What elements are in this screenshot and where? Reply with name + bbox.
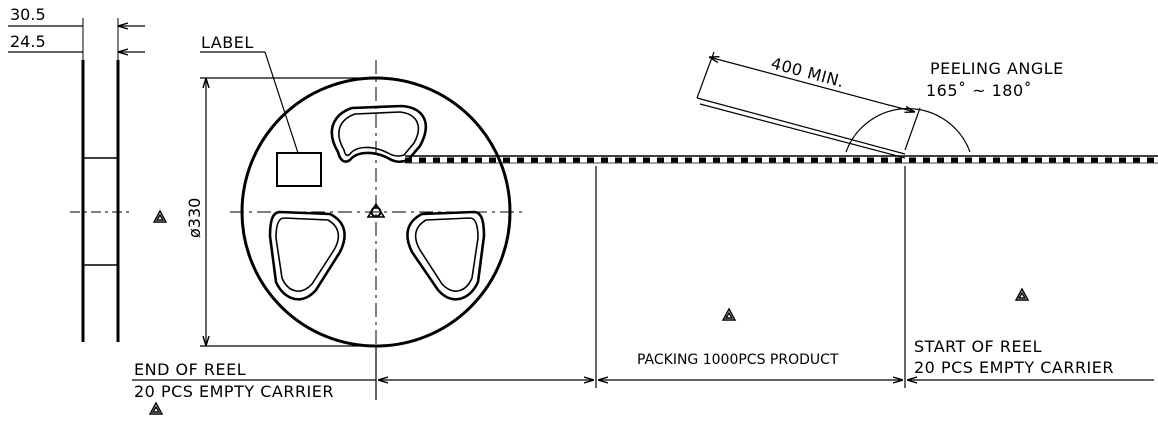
warning-triangle-icon bbox=[152, 209, 168, 223]
dim-width-outer: 30.5 bbox=[10, 5, 46, 24]
dim-diameter: ø330 bbox=[185, 198, 204, 238]
peel-length-dimension bbox=[696, 51, 921, 151]
start-carrier-label: 20 PCS EMPTY CARRIER bbox=[914, 358, 1114, 377]
diameter-dimension bbox=[200, 77, 376, 347]
warning-triangle-icon bbox=[721, 307, 737, 321]
section-boundaries bbox=[375, 166, 906, 400]
end-carrier-label: 20 PCS EMPTY CARRIER bbox=[134, 382, 334, 401]
reel-side-view bbox=[70, 18, 130, 342]
label-text: LABEL bbox=[201, 33, 254, 52]
dim-width-inner: 24.5 bbox=[10, 32, 46, 51]
peeling-angle-title: PEELING ANGLE bbox=[930, 59, 1064, 78]
width-dimensions bbox=[8, 26, 145, 52]
dim-peel-length: 400 MIN. bbox=[769, 54, 847, 92]
carrier-tape bbox=[405, 155, 1158, 164]
peeling-angle-range: 165˚ ~ 180˚ bbox=[926, 81, 1032, 100]
label-leader bbox=[200, 51, 299, 154]
start-of-reel-label: START OF REEL bbox=[914, 337, 1042, 356]
reel-front-view bbox=[230, 60, 526, 370]
end-of-reel-label: END OF REEL bbox=[134, 360, 246, 379]
warning-triangle-icon bbox=[1014, 287, 1030, 301]
warning-triangle-icon bbox=[148, 401, 164, 415]
packing-label: PACKING 1000PCS PRODUCT bbox=[637, 352, 839, 368]
peeling-cover-tape bbox=[696, 97, 971, 159]
